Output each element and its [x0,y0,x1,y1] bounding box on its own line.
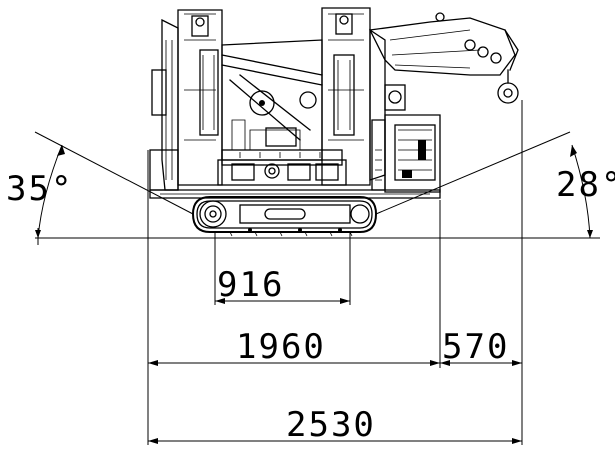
center-body [221,39,323,161]
right-angle-label: 28° [556,165,615,205]
left-angle-label: 35° [6,169,73,209]
engine-block [371,114,441,193]
dim-track-width: 916 [217,265,284,305]
dimension-lines [147,100,523,445]
right-outrigger [321,7,386,186]
crane-boom [369,12,519,111]
dim-overhang: 570 [442,327,509,367]
control-panel [217,149,347,186]
left-angle-indicator [34,131,600,245]
dim-body-length: 1960 [236,327,326,367]
crawler-track [191,196,378,237]
right-angle-indicator [375,131,593,239]
left-outrigger [149,9,223,191]
machine-outline [149,7,519,237]
dim-overall-length: 2530 [286,405,376,445]
chassis [149,189,441,199]
